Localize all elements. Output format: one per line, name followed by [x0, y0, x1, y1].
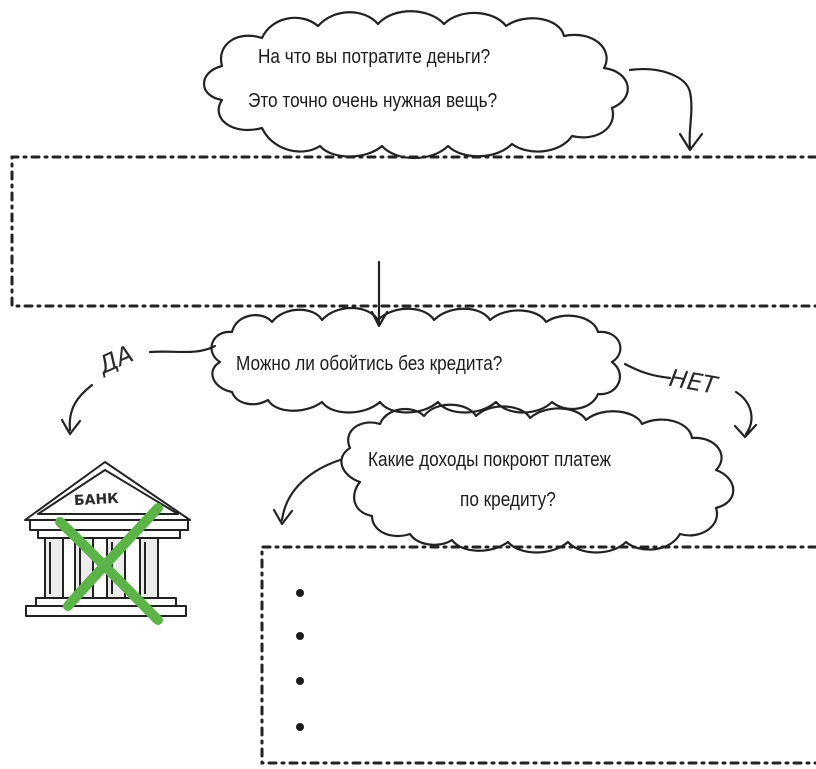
- no-branch-arrow-head: [733, 423, 758, 439]
- top-arrow: [628, 68, 693, 150]
- top-question-line-1: На что вы потратите деньги?: [258, 46, 491, 68]
- answer-box-1: [10, 155, 816, 308]
- list-bullet: [296, 723, 304, 731]
- bank-building-icon: [24, 461, 191, 617]
- yes-branch-arrow: [68, 383, 94, 432]
- green-cross-mark: [55, 503, 163, 625]
- answer-box-2: [260, 545, 816, 765]
- bottom-question-line-2: по кредиту?: [460, 489, 556, 511]
- yes-branch-arrow-head: [60, 418, 82, 436]
- bottom-cloud-arrow: [280, 458, 342, 522]
- top-arrow-head: [678, 132, 704, 152]
- no-branch-arrow: [734, 390, 753, 436]
- list-bullet: [296, 632, 304, 640]
- yes-branch-line: [148, 344, 217, 354]
- top-thought-cloud: [203, 10, 629, 159]
- bottom-cloud-arrow-head: [272, 508, 294, 526]
- list-bullet: [296, 589, 304, 597]
- middle-question: Можно ли обойтись без кредита?: [236, 353, 503, 375]
- no-branch-line: [623, 362, 672, 380]
- bottom-thought-cloud: [340, 403, 735, 554]
- bank-sign-label: БАНК: [73, 490, 120, 510]
- bottom-question-line-1: Какие доходы покроют платеж: [368, 449, 612, 471]
- middle-thought-cloud: [210, 307, 622, 414]
- top-question-line-2: Это точно очень нужная вещь?: [248, 90, 498, 112]
- list-bullet: [296, 677, 304, 685]
